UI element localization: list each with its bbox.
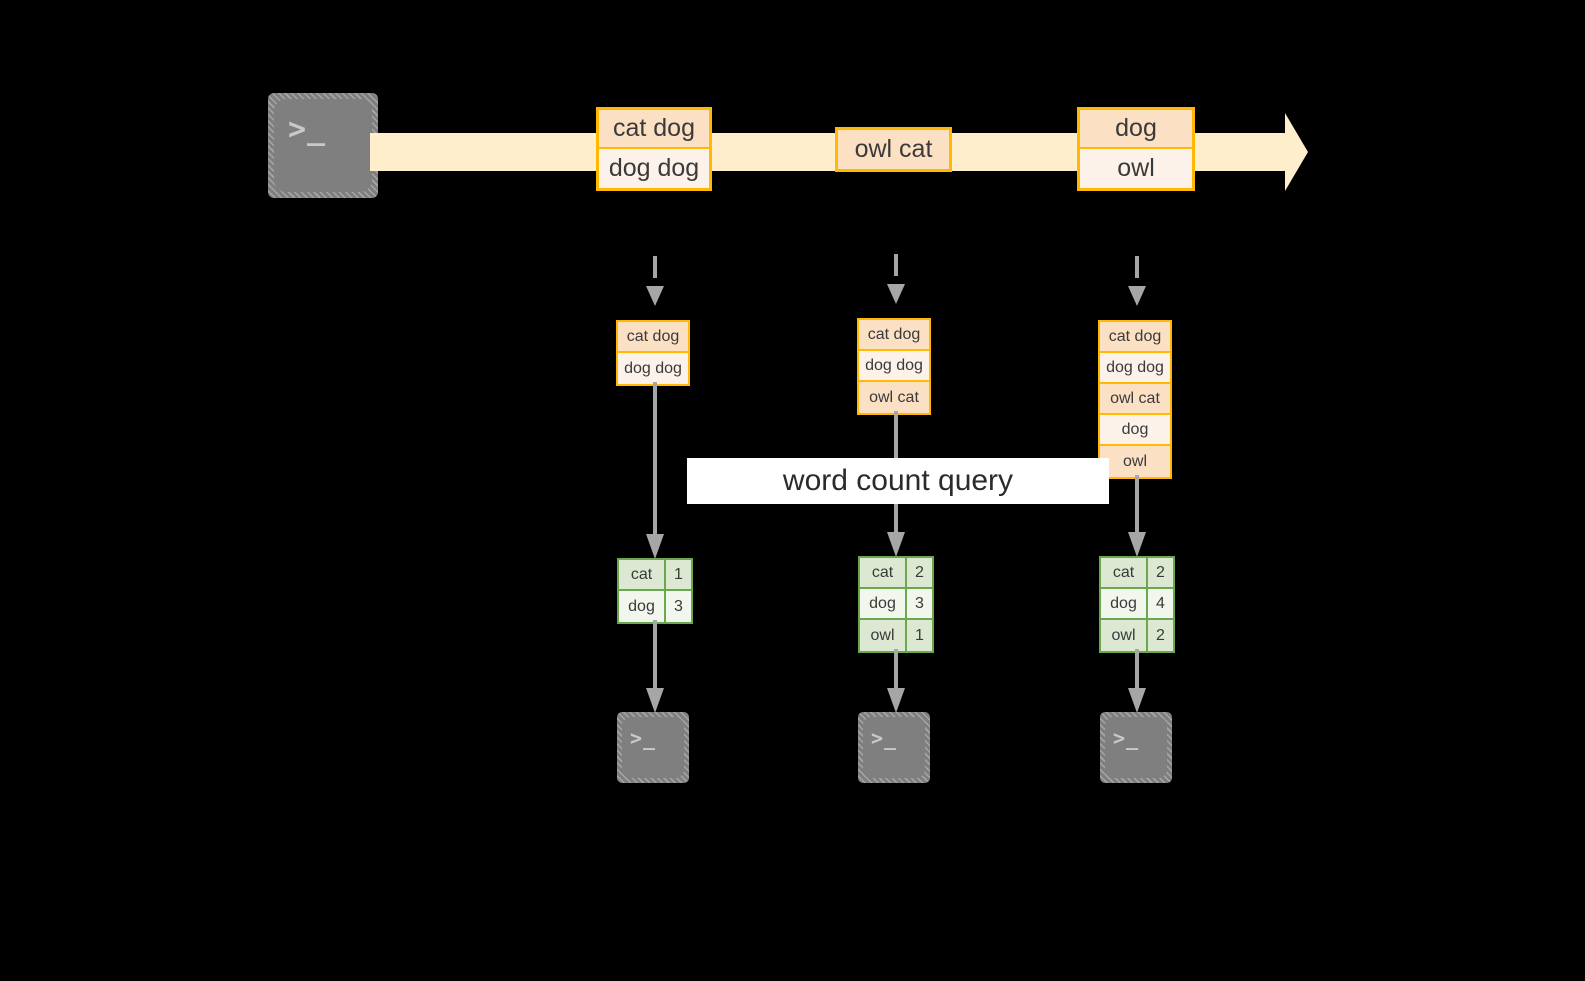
result-table-2: cat 2 dog 3 owl 1	[858, 556, 934, 653]
snapshot-line: owl cat	[859, 382, 929, 413]
result-count: 3	[666, 591, 691, 622]
result-word: dog	[860, 589, 907, 618]
connector-event-to-snapshot-2	[886, 254, 906, 306]
result-count: 2	[1148, 558, 1173, 587]
terminal-screen	[863, 717, 925, 778]
snapshot-line: dog dog	[1100, 353, 1170, 384]
connector-event-to-snapshot-3	[1127, 256, 1147, 308]
terminal-prompt-glyph: >_	[288, 112, 327, 147]
stream-event-line: owl cat	[838, 130, 949, 169]
stream-event-2: owl cat	[835, 127, 952, 172]
terminal-screen	[274, 99, 372, 192]
snapshot-table-3: cat dog dog dog owl cat dog owl	[1098, 320, 1172, 479]
result-table-3: cat 2 dog 4 owl 2	[1099, 556, 1175, 653]
result-count: 1	[907, 620, 932, 651]
result-word: cat	[860, 558, 907, 587]
connector-result-to-sink-3	[1127, 649, 1147, 714]
snapshot-table-2: cat dog dog dog owl cat	[857, 318, 931, 415]
result-count: 4	[1148, 589, 1173, 618]
terminal-icon-sink-3: >_	[1100, 712, 1172, 783]
terminal-screen	[622, 717, 684, 778]
terminal-icon-sink-2: >_	[858, 712, 930, 783]
result-word: owl	[860, 620, 907, 651]
result-word: dog	[1101, 589, 1148, 618]
snapshot-line: cat dog	[859, 320, 929, 351]
snapshot-line: owl cat	[1100, 384, 1170, 415]
result-row: dog 3	[619, 591, 691, 622]
snapshot-table-1: cat dog dog dog	[616, 320, 690, 386]
query-label-text: word count query	[782, 464, 1014, 497]
connector-query-3	[1127, 475, 1147, 558]
stream-event-line: dog	[1080, 110, 1192, 149]
connector-event-to-snapshot-1	[645, 256, 665, 308]
terminal-prompt-glyph: >_	[630, 726, 657, 750]
result-row: cat 2	[860, 558, 932, 589]
result-count: 2	[1148, 620, 1173, 651]
connector-result-to-sink-1	[645, 620, 665, 714]
result-row: cat 2	[1101, 558, 1173, 589]
stream-event-line: dog dog	[599, 149, 709, 188]
result-table-1: cat 1 dog 3	[617, 558, 693, 624]
snapshot-line: dog	[1100, 415, 1170, 446]
terminal-prompt-glyph: >_	[871, 726, 898, 750]
result-row: dog 4	[1101, 589, 1173, 620]
result-count: 3	[907, 589, 932, 618]
result-row: cat 1	[619, 560, 691, 591]
result-word: owl	[1101, 620, 1148, 651]
stream-event-line: owl	[1080, 149, 1192, 188]
snapshot-line: owl	[1100, 446, 1170, 477]
snapshot-line: cat dog	[618, 322, 688, 353]
snapshot-line: dog dog	[618, 353, 688, 384]
stream-event-line: cat dog	[599, 110, 709, 149]
connector-query-1	[645, 382, 665, 560]
query-label-banner: word count query	[687, 458, 1109, 504]
snapshot-line: cat dog	[1100, 322, 1170, 353]
terminal-icon-sink-1: >_	[617, 712, 689, 783]
result-word: cat	[619, 560, 666, 589]
connector-result-to-sink-2	[886, 649, 906, 714]
snapshot-line: dog dog	[859, 351, 929, 382]
result-row: dog 3	[860, 589, 932, 620]
stream-event-1: cat dog dog dog	[596, 107, 712, 191]
result-row: owl 1	[860, 620, 932, 651]
stream-event-3: dog owl	[1077, 107, 1195, 191]
result-row: owl 2	[1101, 620, 1173, 651]
terminal-prompt-glyph: >_	[1113, 726, 1140, 750]
result-word: dog	[619, 591, 666, 622]
terminal-icon-source: >_	[268, 93, 378, 198]
result-count: 2	[907, 558, 932, 587]
result-word: cat	[1101, 558, 1148, 587]
result-count: 1	[666, 560, 691, 589]
stream-arrowhead-icon	[1263, 113, 1308, 191]
terminal-screen	[1105, 717, 1167, 778]
